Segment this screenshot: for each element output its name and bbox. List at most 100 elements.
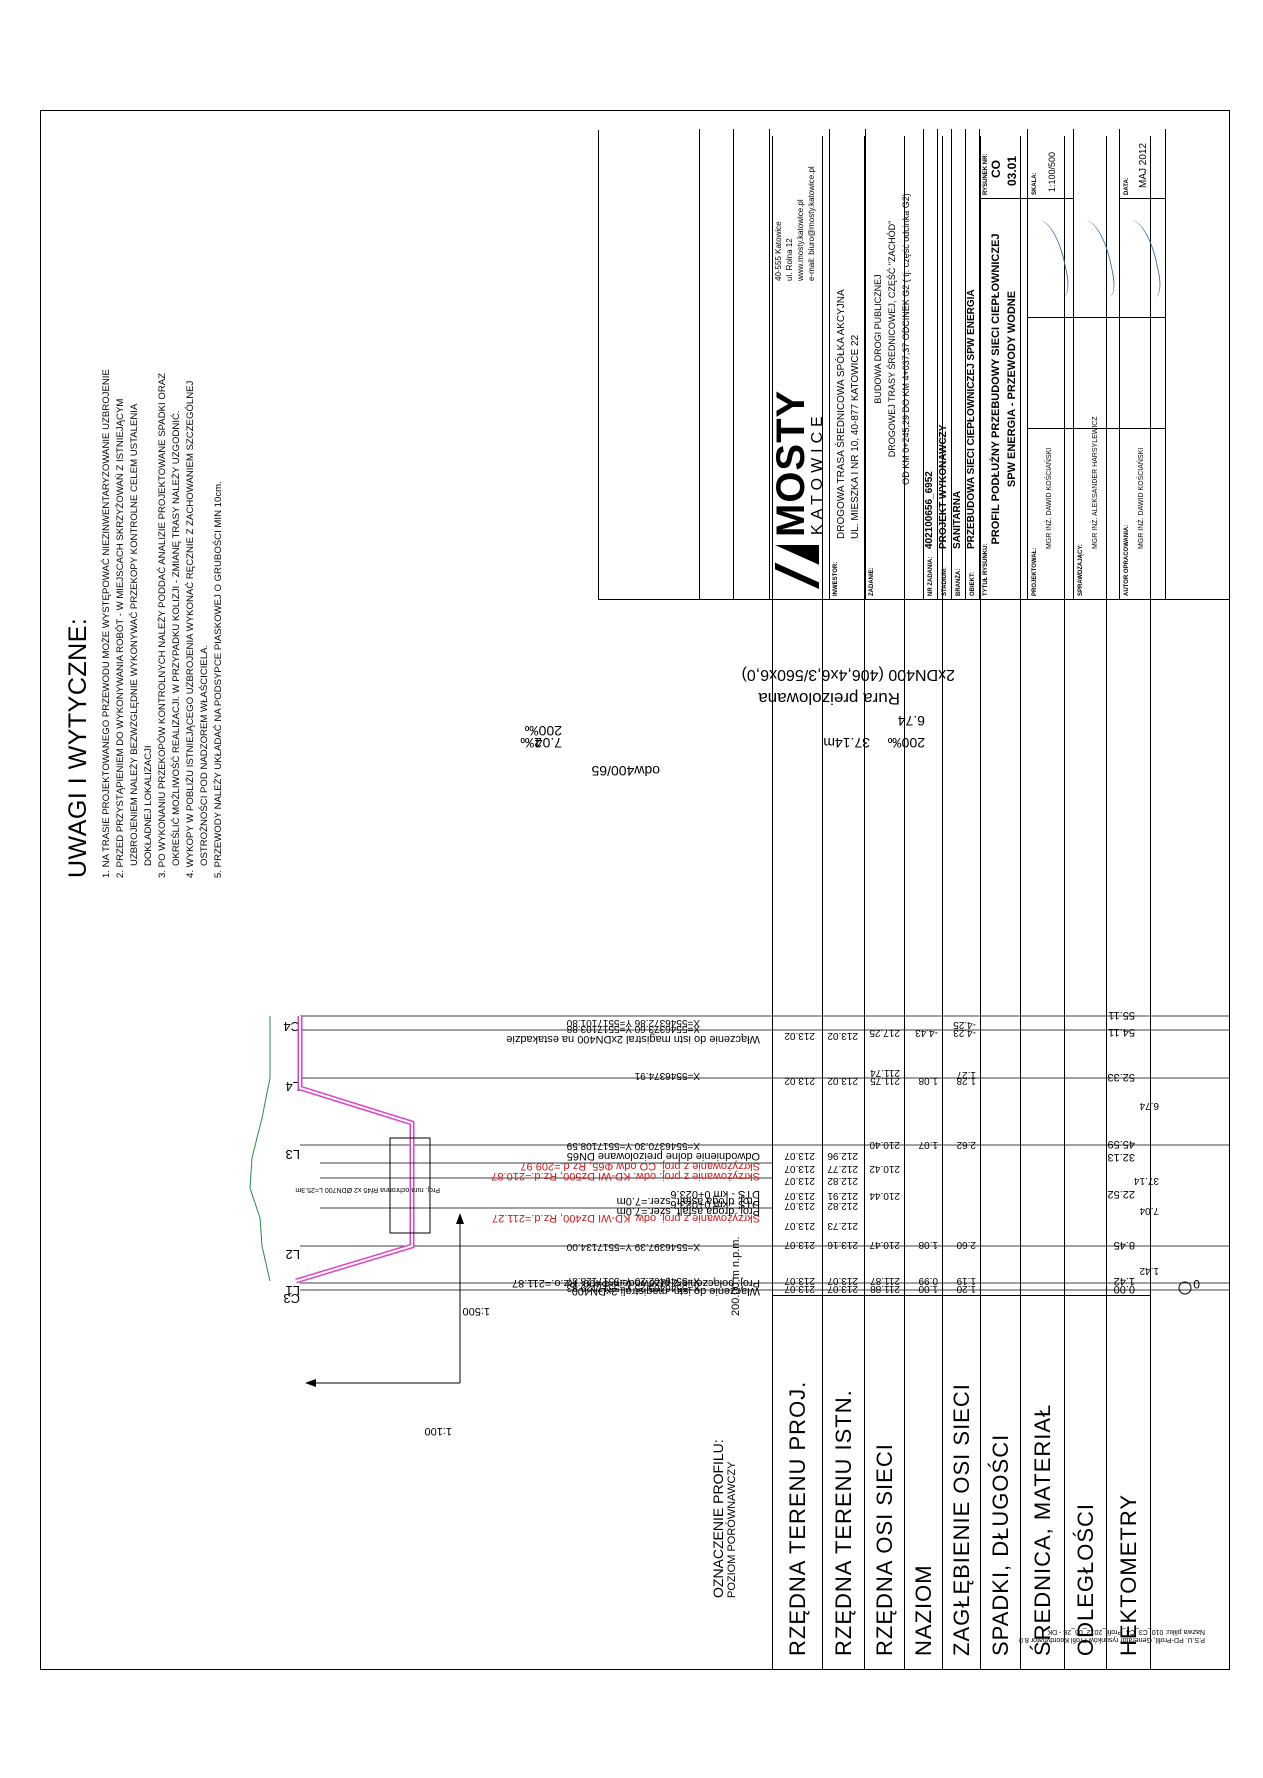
terrain-proj-value: 213.07 (784, 1275, 815, 1286)
axis-elevation-value: 210.40 (869, 1139, 900, 1150)
profile-annotation: Skrzyżowanie z proj. CO odw Φ65, Rz.d.=2… (520, 1160, 760, 1172)
terrain-istn-value: 212.96 (827, 1150, 858, 1161)
scale-vertical: 1:500 (462, 1305, 490, 1317)
axis-elevation-value: 210.44 (869, 1190, 900, 1201)
task-row: ZADANIE: BUDOWA DROGI PUBLICZNEJ DROGOWEJ… (865, 129, 924, 599)
signature-icon (1027, 216, 1072, 302)
distance-segment: 37.14 (1134, 1175, 1159, 1186)
profile-annotation: Proj. droga asfalt. szer.=7.0m (617, 1195, 760, 1207)
row-label: STADIUM: (942, 567, 948, 596)
scale-horizontal: 1:100 (424, 1425, 452, 1437)
task-line: BUDOWA DROGI PUBLICZNEJ (873, 274, 883, 404)
task-line: OD KM 0+245,29 DO KM 4+037,37 ODCINEK G2… (901, 193, 911, 485)
logo-main: MOSTY (769, 389, 813, 537)
titleblock-row-object: OBIEKT:PRZEBUDOWA SIECI CIEPŁOWNICZEJ SP… (965, 129, 980, 599)
signature-note (1119, 317, 1165, 429)
terrain-istn-value: 213.02 (827, 1075, 858, 1086)
pipe-route (295, 1016, 415, 1284)
terrain-istn-value: 212.73 (827, 1220, 858, 1231)
station-label: L4 (286, 1079, 300, 1094)
pipe-route-inner (295, 1016, 413, 1282)
casing-label: Proj. rura ochronna Rf45 x2 ØDN700 L=25.… (295, 1186, 440, 1193)
naziom-value: 1.07 (918, 1139, 938, 1150)
station-label: C4 (283, 1019, 300, 1034)
axis-elevation-value: 211.74 (870, 1067, 900, 1078)
distance-value: 0.00 (1114, 1283, 1135, 1295)
profile-annotation: Skrzyżowanie z proj. odw. KD-WI Dz400, R… (492, 1212, 760, 1224)
pipe-label-1: Rura preizolowana (758, 689, 900, 708)
point-coordinates: X=5546402.20 Y=5517128.87 (566, 1275, 700, 1286)
drawing-title-line: SPW ENERGIA - PRZEWODY WODNE (1006, 290, 1018, 488)
terrain-proj-value: 213.07 (784, 1200, 815, 1211)
row-label: NR ZADANIA: (928, 556, 934, 596)
station-label: L1 (286, 1283, 300, 1298)
depth-value: 1.28 (956, 1075, 976, 1086)
hectometer-value: 0 (1193, 1277, 1200, 1291)
terrain-proj-value: 213.07 (784, 1175, 815, 1186)
titleblock-row-branch: BRANŻA:SANITARNA (951, 129, 966, 599)
odw-label: odw400/65 (591, 763, 660, 779)
terrain-proj-value: 213.07 (784, 1283, 815, 1294)
distance-value: 45.59 (1107, 1138, 1135, 1150)
signature-note (1073, 317, 1119, 429)
logo-mark-icon (775, 545, 819, 589)
slope-value-1b: 2‰ (520, 735, 542, 751)
signature-name: MGR INŻ. DAWID KOŚCIAŃSKI (1138, 447, 1145, 549)
drawing-no-2: 03.01 (1005, 155, 1019, 186)
depth-value: 2.62 (956, 1139, 976, 1150)
axis-elevation-value: 210.47 (869, 1239, 900, 1250)
signature-note (1027, 317, 1073, 429)
naziom-value: 1.00 (918, 1283, 938, 1294)
signature-row-author: AUTOR OPRACOWANIA:MGR INŻ. DAWID KOŚCIAŃ… (1119, 129, 1166, 599)
date-box: DATA:MAJ 2012 (1119, 128, 1165, 199)
point-coordinates: X=5546372.86 Y=5517101.80 (566, 1017, 700, 1028)
terrain-istn-value: 213.16 (827, 1239, 858, 1250)
profile-annotation: Skrzyżowanie z proj. odw. KD-WI Dz500, R… (491, 1170, 760, 1182)
terrain-istn-value: 213.07 (827, 1275, 858, 1286)
drawing-title-label: TYTUŁ RYSUNKU: (983, 543, 989, 596)
point-coordinates: X=5546374.91 (634, 1070, 700, 1081)
terrain-istn-value: 213.07 (827, 1283, 858, 1294)
signature-row-checker: SPRAWDZAJĄCY:MGR INŻ. ALEKSANDER HARSYLE… (1073, 129, 1120, 599)
profile-annotation: Proj. połączenie z przewodem Φ400, Rz.o.… (512, 1277, 760, 1289)
signature-icon (1119, 216, 1164, 302)
distance-value: 32.13 (1107, 1151, 1135, 1163)
footer-file: Nazwa pliku: 010_C3_C4_Profil_2012_06_28… (1047, 1628, 1205, 1635)
profile-annotation: Włączenie do istn magistral 2xDN400 na e… (506, 1033, 760, 1045)
task-line: DROGOWEJ TRASY ŚREDNICOWEJ, CZĘŚĆ "ZACHÓ… (887, 220, 897, 458)
axis-elevation-value: 217.25 (869, 1027, 900, 1038)
logo-sub: KATOWICE (809, 411, 826, 535)
task-text: BUDOWA DROGI PUBLICZNEJ DROGOWEJ TRASY ŚR… (871, 139, 913, 539)
investor-row: INWESTOR: DROGOWA TRASA ŚREDNICOWA SPÓŁK… (829, 129, 866, 599)
arrow-right-icon (456, 1213, 464, 1224)
terrain-proj-value: 213.07 (784, 1220, 815, 1231)
date-value: MAJ 2012 (1138, 142, 1149, 188)
slope-length-1: 7.04 (535, 735, 562, 751)
address-line: www.mosty.katowice.pl (796, 199, 805, 281)
axis-elevation-value: 211.87 (870, 1275, 900, 1286)
terrain-istn-value: 212.91 (827, 1190, 858, 1201)
naziom-value: 0.99 (918, 1275, 938, 1286)
distance-value: 55.11 (1108, 1009, 1135, 1021)
naziom-value: 1.08 (918, 1239, 938, 1250)
row-label: OBIEKT: (970, 572, 976, 596)
terrain-proj-value: 213.07 (784, 1190, 815, 1201)
profile-annotation: Proj. droga asfalt. szer.=7.0m (617, 1205, 760, 1217)
task-label: ZADANIE: (869, 567, 875, 596)
terrain-istn-value: 212.82 (827, 1175, 858, 1186)
terrain-proj-value: 213.07 (784, 1150, 815, 1161)
investor-label: INWESTOR: (833, 561, 839, 596)
axis-elevation-value: 211.88 (870, 1283, 900, 1294)
point-coordinates: X=5546403.25 Y=5517129.83 (566, 1282, 700, 1293)
profile-annotation: DTS - km 0+023.6 (670, 1188, 760, 1200)
signature-row-designer: PROJEKTOWAŁ:MGR INŻ. DAWID KOŚCIAŃSKI (1027, 129, 1074, 599)
signature-label: SPRAWDZAJĄCY: (1078, 544, 1084, 596)
revision-box (599, 129, 770, 599)
terrain-istn-value: 212.82 (827, 1200, 858, 1211)
signature-icon (1073, 216, 1118, 302)
station-label: L3 (286, 1147, 300, 1162)
axis-elevation-value: 211.75 (870, 1075, 900, 1086)
